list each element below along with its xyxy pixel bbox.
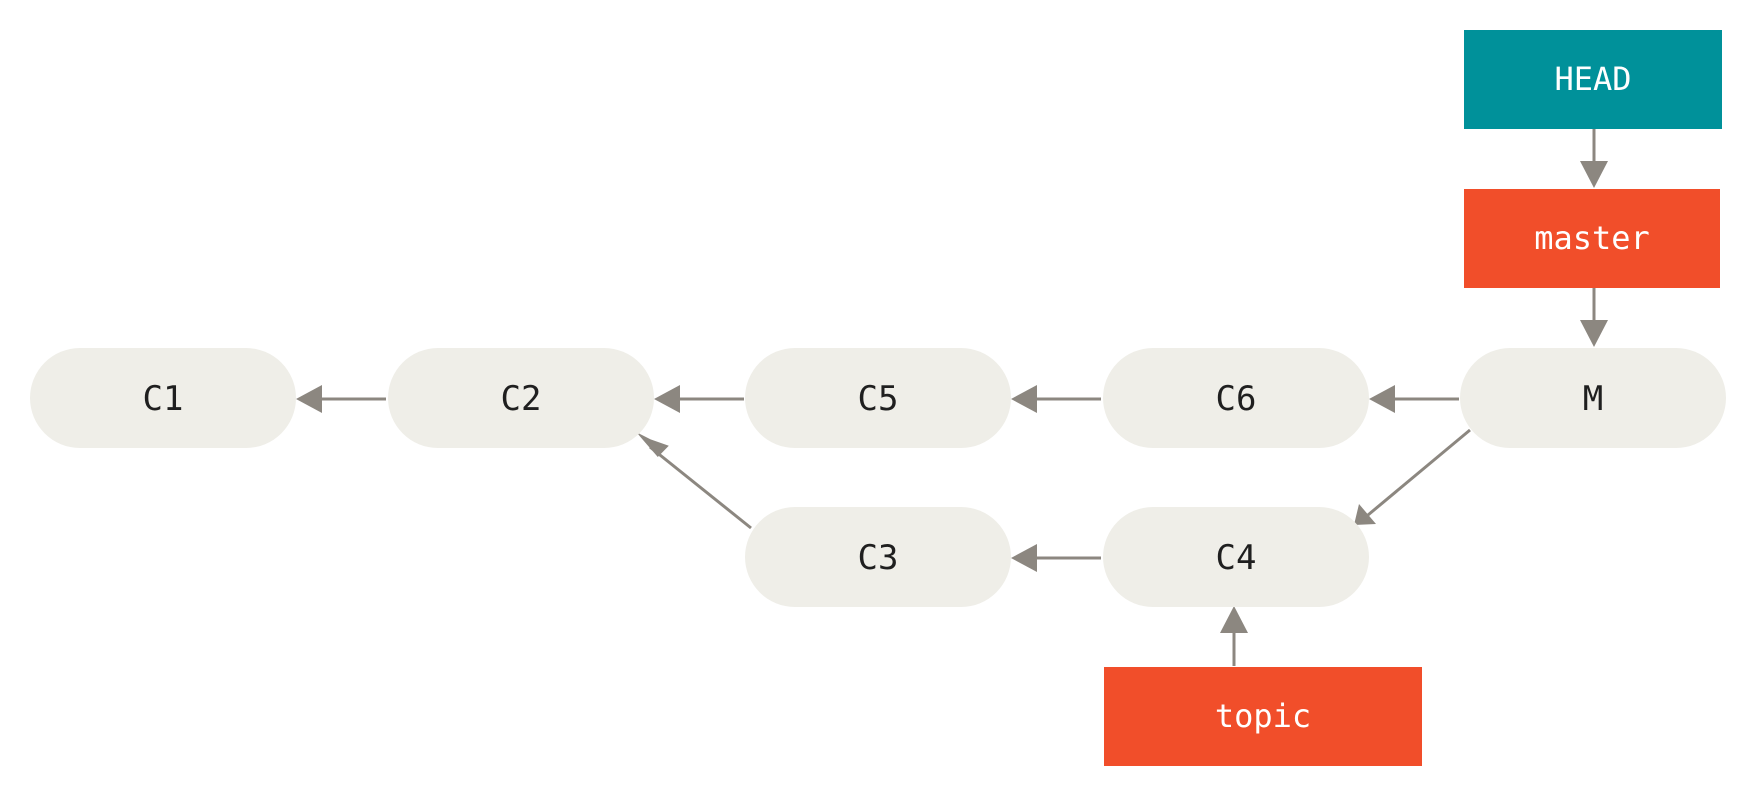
ref-master-label: master	[1534, 219, 1650, 257]
edge-head-to-master	[1580, 129, 1608, 188]
edge-c5-to-c2	[654, 385, 744, 413]
commit-c6-label: C6	[1216, 379, 1257, 419]
commits: C1 C2 C5 C6 M C3 C4	[30, 348, 1726, 607]
edges	[296, 129, 1608, 666]
edge-m-to-c6	[1369, 385, 1459, 413]
ref-topic-label: topic	[1215, 697, 1311, 735]
commit-m[interactable]: M	[1460, 348, 1726, 448]
commit-m-label: M	[1583, 379, 1603, 419]
edge-c6-to-c5	[1011, 385, 1101, 413]
edge-master-to-m	[1580, 288, 1608, 347]
commit-c6[interactable]: C6	[1103, 348, 1369, 448]
commit-c3-label: C3	[858, 538, 899, 578]
edge-c4-to-c3	[1011, 544, 1101, 572]
commit-c2[interactable]: C2	[388, 348, 654, 448]
commit-c4[interactable]: C4	[1103, 507, 1369, 607]
commit-c1[interactable]: C1	[30, 348, 296, 448]
ref-master[interactable]: master	[1464, 189, 1720, 288]
refs: HEAD master topic	[1104, 30, 1722, 766]
commit-c5-label: C5	[858, 379, 899, 419]
edge-topic-to-c4	[1220, 606, 1248, 666]
commit-c4-label: C4	[1216, 538, 1257, 578]
edge-c3-to-c2	[636, 432, 752, 530]
ref-topic[interactable]: topic	[1104, 667, 1422, 766]
ref-head[interactable]: HEAD	[1464, 30, 1722, 129]
commit-c1-label: C1	[143, 379, 184, 419]
edge-c2-to-c1	[296, 385, 386, 413]
commit-c5[interactable]: C5	[745, 348, 1011, 448]
edge-m-to-c4	[1354, 428, 1471, 525]
commit-c2-label: C2	[501, 379, 542, 419]
commit-c3[interactable]: C3	[745, 507, 1011, 607]
ref-head-label: HEAD	[1554, 60, 1631, 98]
